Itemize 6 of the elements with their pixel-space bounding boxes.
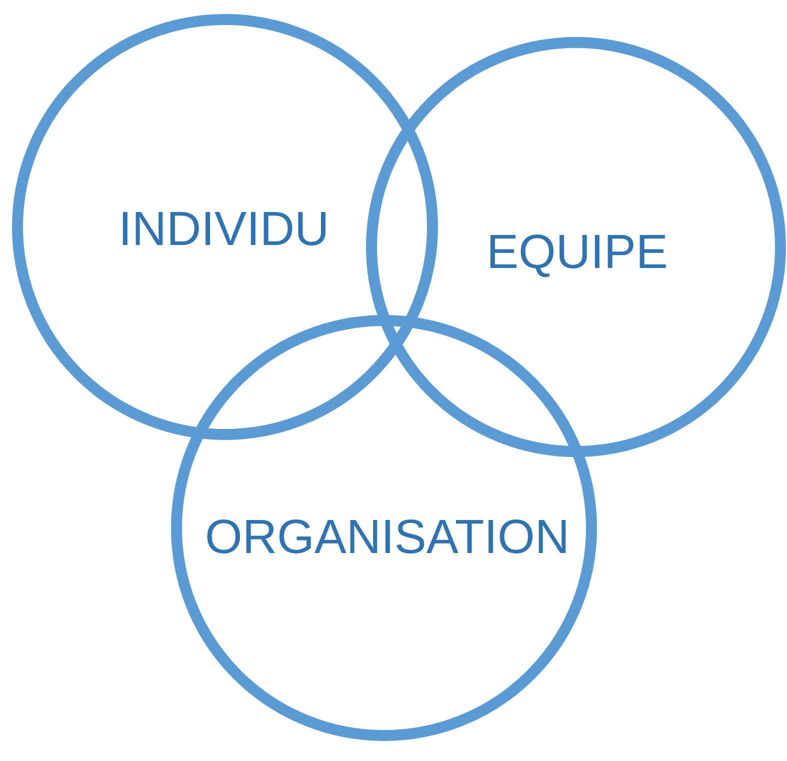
circle-label: INDIVIDU	[118, 206, 330, 254]
venn-circle	[366, 37, 786, 457]
venn-circle	[12, 14, 438, 440]
venn-circle	[171, 315, 597, 741]
circle-label: EQUIPE	[486, 229, 668, 277]
circle-label: ORGANISATION	[205, 514, 570, 562]
